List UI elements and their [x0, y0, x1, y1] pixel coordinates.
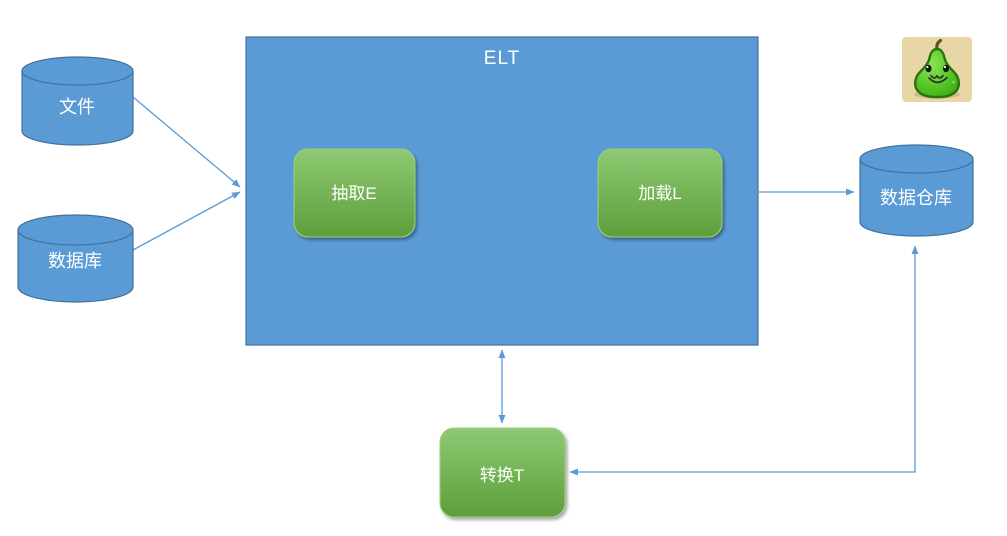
node-warehouse: 数据仓库 [859, 144, 974, 237]
edge-file-to-elt [132, 96, 241, 188]
elt-container-title: ELT [484, 48, 520, 69]
node-load: 加载L [597, 148, 723, 238]
node-transform: 转换T [439, 427, 566, 518]
file-label: 文件 [59, 97, 95, 117]
load-label: 加载L [638, 184, 681, 203]
node-extract: 抽取E [293, 148, 416, 238]
warehouse-label: 数据仓库 [880, 188, 952, 208]
edge-transform-warehouse-elbow [569, 245, 919, 476]
edge-database-to-elt [132, 191, 241, 251]
node-database: 数据库 [17, 214, 134, 303]
node-file: 文件 [21, 56, 134, 146]
database-label: 数据库 [48, 251, 102, 271]
extract-label: 抽取E [331, 184, 376, 203]
transform-label: 转换T [480, 466, 524, 485]
pear-mascot-icon [902, 37, 972, 102]
